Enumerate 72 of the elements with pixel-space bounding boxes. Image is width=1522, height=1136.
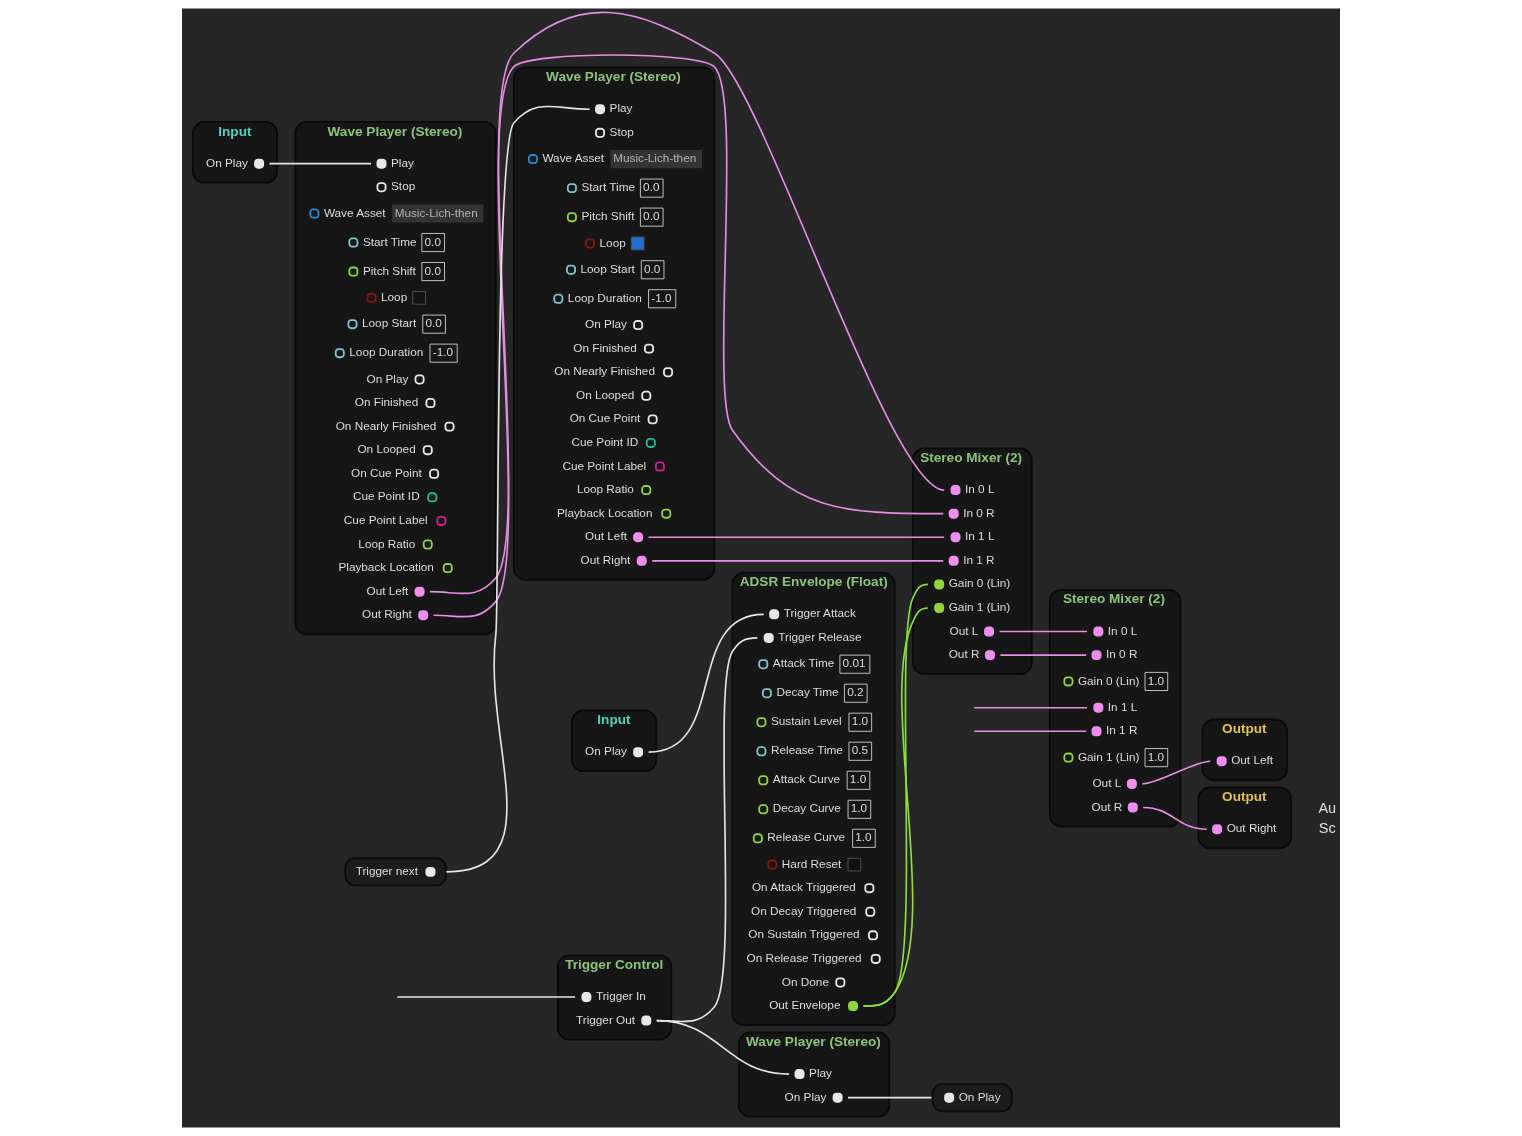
- label: Au: [1318, 799, 1337, 816]
- node-label: Stop: [609, 124, 634, 138]
- node-label: In 0 L: [1107, 623, 1138, 637]
- connector: [647, 536, 945, 539]
- node-label: Out Right: [1226, 821, 1277, 835]
- node-label: Out R: [948, 647, 980, 661]
- node-label: Gain 1 (Lin): [948, 600, 1011, 614]
- node-label: On Sustain Triggered: [748, 927, 860, 941]
- node-label: On Play: [585, 744, 627, 758]
- node-label: Out Left: [366, 583, 409, 597]
- node-label: Trigger Release: [778, 629, 862, 643]
- node-label: Trigger Attack: [783, 606, 856, 620]
- node-label: In 1 R: [1106, 723, 1138, 737]
- node-label: On Looped: [357, 442, 416, 456]
- connector: [998, 630, 1088, 633]
- node-label: Play: [391, 155, 414, 169]
- node-label: On Finished: [573, 340, 637, 354]
- node-label: On Play: [784, 1089, 827, 1103]
- node-label: Playback Location: [338, 560, 434, 574]
- node-label: Playback Location: [556, 505, 653, 519]
- connector: [655, 1019, 790, 1075]
- connector: [1141, 760, 1212, 785]
- node-box: Trigger next: [344, 857, 447, 887]
- node-label: Cue Point Label: [562, 458, 647, 472]
- node-label: Loop Ratio: [358, 536, 416, 550]
- connector: [268, 162, 372, 165]
- node-label: On Nearly Finished: [335, 418, 437, 432]
- node-label: Cue Point Label: [343, 513, 428, 527]
- node-label: In 0 L: [965, 482, 995, 496]
- node-label: Play: [609, 101, 633, 115]
- node-label: On Looped: [576, 387, 635, 401]
- node-label: Trigger In: [595, 989, 646, 1003]
- label: Sc: [1318, 819, 1336, 836]
- connector: [973, 706, 1088, 709]
- node-label: Stop: [391, 179, 416, 193]
- node-label: Cue Point ID: [352, 489, 420, 503]
- node-label: On Play: [366, 371, 409, 385]
- node-label: On Cue Point: [569, 411, 641, 425]
- node-label: Play: [809, 1066, 832, 1080]
- node-box: On Play: [931, 1083, 1013, 1113]
- connector: [396, 996, 576, 998]
- connector: [973, 730, 1087, 733]
- node-label: Out R: [1091, 799, 1123, 813]
- node-label: On Play: [585, 317, 627, 331]
- node-label: Trigger Out: [576, 1012, 636, 1026]
- connector: [847, 1096, 933, 1099]
- node-label: Out L: [949, 623, 979, 637]
- node-label: Loop Ratio: [576, 482, 634, 496]
- node-label: In 1 L: [1107, 699, 1138, 713]
- node-label: Out Envelope: [769, 998, 841, 1012]
- node-label: On Cue Point: [351, 465, 422, 479]
- node-label: On Play: [206, 155, 248, 169]
- node-label: On Done: [781, 974, 829, 988]
- node-label: On Finished: [354, 395, 419, 409]
- node-label: On Release Triggered: [746, 951, 862, 964]
- node-label: Cue Point ID: [571, 435, 639, 449]
- node-label: On Decay Triggered: [751, 903, 857, 917]
- node-label: In 0 R: [963, 505, 995, 519]
- node-label: Out Right: [580, 552, 631, 566]
- node-label: In 1 L: [965, 529, 995, 543]
- node-label: Out L: [1092, 775, 1122, 789]
- connector: [999, 654, 1087, 656]
- node-label: On Attack Triggered: [751, 880, 856, 894]
- node-label: Out Left: [585, 529, 627, 543]
- connector: [1142, 806, 1208, 831]
- node-label: In 0 R: [1106, 647, 1138, 661]
- connector: [651, 560, 945, 562]
- node-label: Gain 0 (Lin): [948, 576, 1011, 590]
- node-label: Out Right: [362, 607, 412, 621]
- node-label: Out Left: [1231, 753, 1274, 767]
- node-label: In 1 R: [963, 552, 995, 566]
- node-label: On Nearly Finished: [554, 364, 655, 378]
